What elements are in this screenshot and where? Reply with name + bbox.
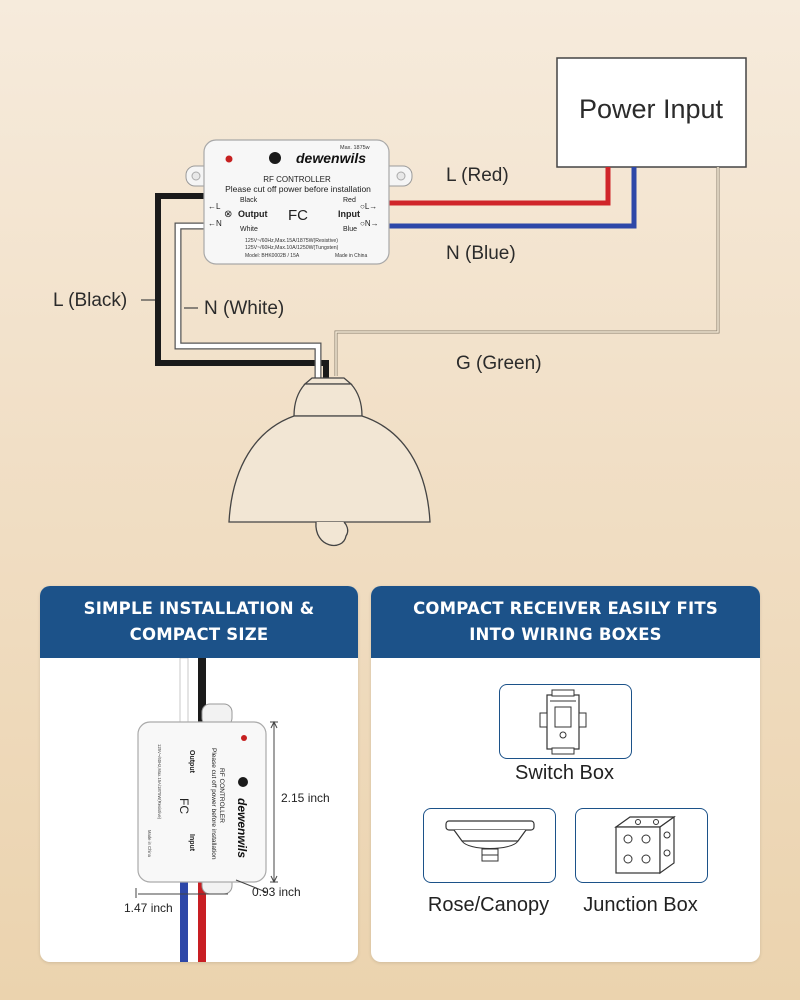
svg-text:125V~/60Hz,Max.15A/1875W(Resis: 125V~/60Hz,Max.15A/1875W(Resistive) <box>245 238 338 244</box>
dimension-height: 2.15 inch <box>281 791 330 805</box>
red-wire <box>388 167 611 206</box>
svg-text:White: White <box>240 226 258 233</box>
blue-wire <box>388 167 637 229</box>
led-indicator <box>225 155 233 163</box>
svg-text:○N→: ○N→ <box>360 219 379 228</box>
svg-text:Please cut off power before in: Please cut off power before installation <box>210 748 217 860</box>
svg-text:Red: Red <box>343 197 356 204</box>
svg-text:Input: Input <box>338 209 360 219</box>
svg-text:125V~/60Hz,Max.10A/1250W(Tungs: 125V~/60Hz,Max.10A/1250W(Tungsten) <box>245 245 339 251</box>
ceiling-lamp <box>228 377 431 546</box>
switch-box-icon <box>539 689 587 755</box>
power-input-label: Power Input <box>579 94 724 124</box>
svg-text:125V~/60Hz,Max.15A/1875W(Resis: 125V~/60Hz,Max.15A/1875W(Resistive) <box>157 744 162 820</box>
receiver-dimensions-illustration: dewenwils RF CONTROLLER Please cut off p… <box>124 658 330 962</box>
power-input-box <box>556 57 747 168</box>
junction-box-icon <box>614 815 676 875</box>
svg-text:Model: BHK0002B / 15A: Model: BHK0002B / 15A <box>245 253 300 259</box>
receiver-brand: dewenwils <box>235 798 249 858</box>
receiver-body <box>137 721 267 883</box>
green-wire <box>334 167 720 376</box>
installation-card: SIMPLE INSTALLATION & COMPACT SIZE dewen… <box>40 586 358 962</box>
brand-logo: dewenwils <box>296 150 366 166</box>
label-l-black: L (Black) <box>53 290 127 311</box>
svg-text:←N: ←N <box>208 219 222 228</box>
junction-box-tile <box>575 808 708 883</box>
switch-box-label: Switch Box <box>515 762 614 784</box>
installation-card-header: SIMPLE INSTALLATION & COMPACT SIZE <box>40 586 358 658</box>
rose-canopy-tile <box>423 808 556 883</box>
wiring-boxes-card: COMPACT RECEIVER EASILY FITS INTO WIRING… <box>371 586 760 962</box>
svg-text:RF CONTROLLER: RF CONTROLLER <box>218 768 225 823</box>
black-wire <box>155 193 329 378</box>
svg-text:Blue: Blue <box>343 226 357 233</box>
label-n-white: N (White) <box>204 298 284 319</box>
svg-text:Made in China: Made in China <box>335 253 367 259</box>
svg-text:RF CONTROLLER: RF CONTROLLER <box>263 175 331 184</box>
wiring-diagram: Power Input L (Red) N (Blue) L (Black) N… <box>53 57 747 546</box>
label-n-blue: N (Blue) <box>446 243 516 264</box>
svg-text:FC: FC <box>177 798 191 814</box>
svg-text:Max. 1875w: Max. 1875w <box>340 145 370 151</box>
svg-text:⊗: ⊗ <box>224 209 232 220</box>
rose-canopy-icon <box>445 820 535 862</box>
svg-text:Black: Black <box>240 197 258 204</box>
svg-text:Input: Input <box>188 834 195 852</box>
svg-text:FC: FC <box>288 207 308 224</box>
svg-text:Please cut off power before in: Please cut off power before installation <box>225 184 371 194</box>
label-l-red: L (Red) <box>446 165 509 186</box>
svg-text:○L→: ○L→ <box>360 202 377 211</box>
svg-text:Output: Output <box>188 750 195 774</box>
dimension-width: 1.47 inch <box>124 901 173 915</box>
installation-title-line1: SIMPLE INSTALLATION & <box>83 599 315 618</box>
pair-button <box>269 152 281 164</box>
installation-title-line2: COMPACT SIZE <box>129 625 269 644</box>
svg-text:Made in China: Made in China <box>147 830 152 858</box>
dimension-depth: 0.93 inch <box>252 885 301 899</box>
switch-box-tile <box>499 684 632 759</box>
wiring-boxes-title-line1: COMPACT RECEIVER EASILY FITS <box>413 599 718 618</box>
svg-text:Output: Output <box>238 209 268 219</box>
wiring-boxes-title-line2: INTO WIRING BOXES <box>469 625 662 644</box>
rf-controller: dewenwils Max. 1875w RF CONTROLLER Pleas… <box>185 139 413 265</box>
label-g-green: G (Green) <box>456 353 542 374</box>
rose-canopy-label: Rose/Canopy <box>427 894 550 916</box>
svg-text:←L: ←L <box>208 202 221 211</box>
wiring-boxes-card-header: COMPACT RECEIVER EASILY FITS INTO WIRING… <box>371 586 760 658</box>
junction-box-label: Junction Box <box>583 894 698 916</box>
